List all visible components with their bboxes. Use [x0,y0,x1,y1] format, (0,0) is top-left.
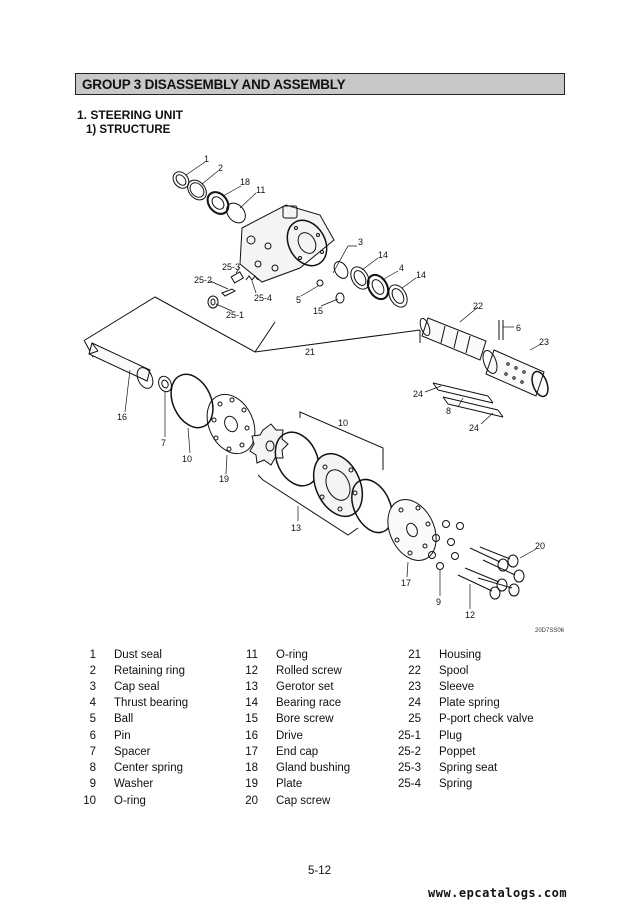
gland-bushing [206,191,230,215]
callout-25-1: 25-1 [226,310,244,320]
callout-10b: 10 [338,418,348,428]
exploded-view-diagram: 1 2 18 11 3 14 4 14 25-3 25-2 25-4 25-1 … [83,154,565,634]
o-ring-10b [274,431,320,487]
spacer [158,375,172,393]
group-title: GROUP 3 DISASSEMBLY AND ASSEMBLY [82,76,346,92]
callout-5: 5 [296,295,301,305]
o-ring-10c [351,478,393,534]
callout-17: 17 [401,578,411,588]
bore-screw [335,292,345,304]
callout-6: 6 [516,323,521,333]
callout-14a: 14 [378,250,388,260]
cap-seal [333,261,349,279]
subsection-title: 1) STRUCTURE [86,124,171,136]
callout-25-3: 25-3 [222,262,240,272]
gerotor-group-bracket [257,411,384,536]
dust-seal [172,171,190,189]
callout-15: 15 [313,306,323,316]
washers [428,520,464,570]
callout-20: 20 [535,541,545,551]
callout-4: 4 [399,263,404,273]
section-title: 1. STEERING UNIT [77,108,184,122]
callout-24b: 24 [469,423,479,433]
pin [498,320,504,340]
housing-bracket [83,296,421,358]
bearing-race-14b [388,284,408,308]
callout-22: 22 [473,301,483,311]
page-number: 5-12 [308,865,332,877]
callout-13: 13 [291,523,301,533]
housing [239,204,335,283]
watermark: www.epcatalogs.com [428,886,568,900]
ball [316,279,324,287]
bearing-race-14a [350,266,370,290]
callout-11: 11 [256,185,265,195]
end-cap [387,499,437,561]
o-ring-11 [226,202,246,224]
retaining-ring [187,179,207,201]
callout-2: 2 [218,163,223,173]
callout-3: 3 [358,237,363,247]
callout-10a: 10 [182,454,192,464]
callout-19: 19 [219,474,229,484]
callout-16: 16 [117,412,127,422]
plate-springs [432,382,504,418]
callout-14b: 14 [416,270,426,280]
callout-1: 1 [204,154,209,164]
callout-9: 9 [436,597,441,607]
gerotor-ring [312,452,364,518]
gerotor-star [249,423,289,466]
sleeve [482,349,549,398]
callout-25-2: 25-2 [194,275,212,285]
thrust-bearing [366,273,390,301]
callout-24a: 24 [413,389,423,399]
leader-lines [124,161,542,609]
callout-7: 7 [161,438,166,448]
drive [88,342,154,389]
callout-21: 21 [305,347,315,357]
callout-18: 18 [240,177,250,187]
check-valve-parts [207,271,259,309]
diagram-code: 20D7SS06 [535,628,565,634]
plate [206,393,256,455]
callout-labels: 1 2 18 11 3 14 4 14 25-3 25-2 25-4 25-1 … [117,154,565,634]
o-ring-10a [170,373,214,429]
callout-25-4: 25-4 [254,293,272,303]
spool [419,317,487,361]
group-header: GROUP 3 DISASSEMBLY AND ASSEMBLY [75,73,565,95]
callout-23: 23 [539,337,549,347]
cap-screws [457,546,525,600]
callout-12: 12 [465,610,475,620]
callout-8: 8 [446,406,451,416]
